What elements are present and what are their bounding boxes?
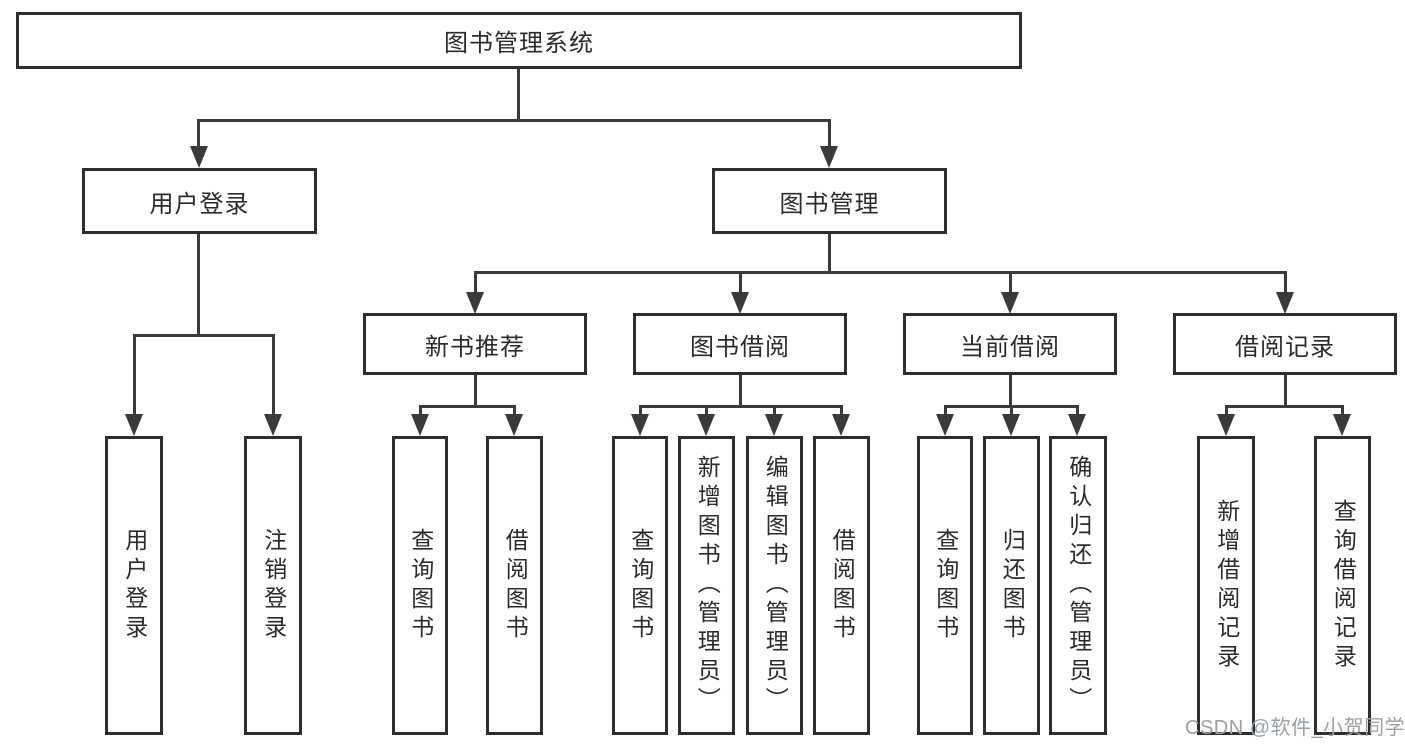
node-current-borrow-label: 当前借阅 [960, 333, 1060, 361]
arrow-head-login-leaf2 [264, 414, 282, 436]
arrow-head-login-leaf1 [125, 414, 143, 436]
connector-recommend-stem [474, 375, 477, 408]
arrow-head-recommend-leaf1 [411, 414, 429, 436]
connector-borrow-stem [739, 375, 742, 408]
connector-borrow-dropline [739, 271, 742, 292]
connector-current-leaf1-dropline [944, 405, 947, 415]
leaf-recommend-borrow-book: 借阅图书 [486, 436, 543, 735]
arrow-head-current-leaf3 [1068, 414, 1086, 436]
connector-record-hline [1225, 405, 1343, 408]
arrow-head-recommend-leaf2 [505, 414, 523, 436]
leaf-borrow-book-label: 借阅图书 [829, 527, 856, 644]
connector-recommend-leaf2-dropline [513, 405, 516, 415]
arrow-head-borrow-leaf4 [832, 414, 850, 436]
leaf-query-borrow-record-label: 查询借阅记录 [1330, 498, 1357, 673]
leaf-add-book-admin-label: 新增图书（管理员） [694, 455, 721, 716]
connector-borrow-leaf2-dropline [705, 405, 708, 415]
watermark-text: CSDN @软件_小贺同学 [1185, 717, 1405, 739]
connector-record-leaf2-dropline [1341, 405, 1344, 415]
connector-record-stem [1284, 375, 1287, 407]
connector-current-stem [1009, 375, 1012, 408]
leaf-borrow-query-book: 查询图书 [612, 436, 668, 735]
node-new-book-recommend-label: 新书推荐 [425, 333, 525, 361]
arrow-head-borrow-leaf3 [765, 414, 783, 436]
connector-recommend-hline [419, 405, 516, 408]
leaf-logout-label: 注销登录 [260, 527, 287, 644]
leaf-query-borrow-record: 查询借阅记录 [1314, 436, 1371, 735]
connector-login-hline [133, 334, 275, 337]
node-user-login-label: 用户登录 [149, 190, 250, 218]
connector-recommend-dropline [474, 271, 477, 292]
connector-current-leaf3-dropline [1076, 405, 1079, 415]
node-root-label: 图书管理系统 [444, 30, 594, 57]
leaf-return-book: 归还图书 [983, 436, 1040, 735]
leaf-user-login: 用户登录 [105, 436, 163, 735]
node-current-borrow: 当前借阅 [903, 313, 1117, 375]
node-borrow-record-label: 借阅记录 [1235, 333, 1335, 361]
arrow-head-record-leaf2 [1333, 414, 1351, 436]
connector-record-leaf1-dropline [1225, 405, 1228, 415]
leaf-edit-book-admin-label: 编辑图书（管理员） [762, 455, 789, 716]
connector-recommend-leaf1-dropline [419, 405, 422, 415]
arrow-head-borrow-leaf2 [697, 414, 715, 436]
leaf-add-borrow-record: 新增借阅记录 [1197, 436, 1255, 735]
connector-borrow-hline [639, 405, 842, 408]
connector-current-leaf2-dropline [1010, 405, 1013, 415]
connector-record-dropline [1284, 271, 1287, 292]
leaf-edit-book-admin: 编辑图书（管理员） [746, 436, 803, 735]
leaf-recommend-query-book: 查询图书 [392, 436, 448, 735]
leaf-borrow-query-book-label: 查询图书 [627, 527, 654, 644]
node-book-borrow: 图书借阅 [633, 313, 847, 375]
leaf-recommend-query-book-label: 查询图书 [407, 527, 434, 644]
arrow-head-current [1001, 292, 1019, 314]
arrow-head-login [190, 146, 208, 168]
leaf-current-query-book-label: 查询图书 [932, 527, 959, 644]
leaf-add-book-admin: 新增图书（管理员） [678, 436, 735, 735]
node-book-management: 图书管理 [712, 168, 947, 234]
leaf-confirm-return-admin: 确认归还（管理员） [1049, 436, 1107, 735]
connector-root-stem [517, 69, 520, 122]
connector-borrow-leaf3-dropline [773, 405, 776, 415]
leaf-add-borrow-record-label: 新增借阅记录 [1213, 498, 1240, 673]
arrow-head-borrow [731, 292, 749, 314]
leaf-return-book-label: 归还图书 [999, 527, 1026, 644]
arrow-head-mgmt [820, 146, 838, 168]
connector-login-dropline [197, 119, 200, 147]
connector-mgmt-stem [828, 234, 831, 274]
arrow-head-current-leaf1 [936, 414, 954, 436]
node-book-management-label: 图书管理 [779, 190, 880, 218]
leaf-borrow-book: 借阅图书 [813, 436, 870, 735]
arrow-head-current-leaf2 [1002, 414, 1020, 436]
connector-login-leaf2-dropline [272, 334, 275, 415]
node-borrow-record: 借阅记录 [1173, 313, 1397, 375]
node-root-system: 图书管理系统 [16, 12, 1022, 69]
node-new-book-recommend: 新书推荐 [363, 313, 587, 375]
connector-borrow-leaf1-dropline [639, 405, 642, 415]
node-book-borrow-label: 图书借阅 [690, 333, 790, 361]
leaf-confirm-return-admin-label: 确认归还（管理员） [1065, 455, 1092, 716]
connector-level2-hline [197, 119, 831, 122]
arrow-head-recommend [466, 292, 484, 314]
leaf-recommend-borrow-book-label: 借阅图书 [502, 527, 529, 644]
connector-borrow-leaf4-dropline [840, 405, 843, 415]
connector-current-dropline [1009, 271, 1012, 292]
leaf-current-query-book: 查询图书 [917, 436, 973, 735]
leaf-user-login-label: 用户登录 [121, 527, 148, 644]
leaf-logout: 注销登录 [244, 436, 302, 735]
arrow-head-record-leaf1 [1217, 414, 1235, 436]
node-user-login: 用户登录 [82, 168, 317, 234]
arrow-head-record [1276, 292, 1294, 314]
connector-login-stem [197, 234, 200, 337]
connector-mgmt-dropline [828, 119, 831, 147]
connector-login-leaf1-dropline [133, 334, 136, 415]
arrow-head-borrow-leaf1 [631, 414, 649, 436]
connector-level3-hline [474, 271, 1287, 274]
